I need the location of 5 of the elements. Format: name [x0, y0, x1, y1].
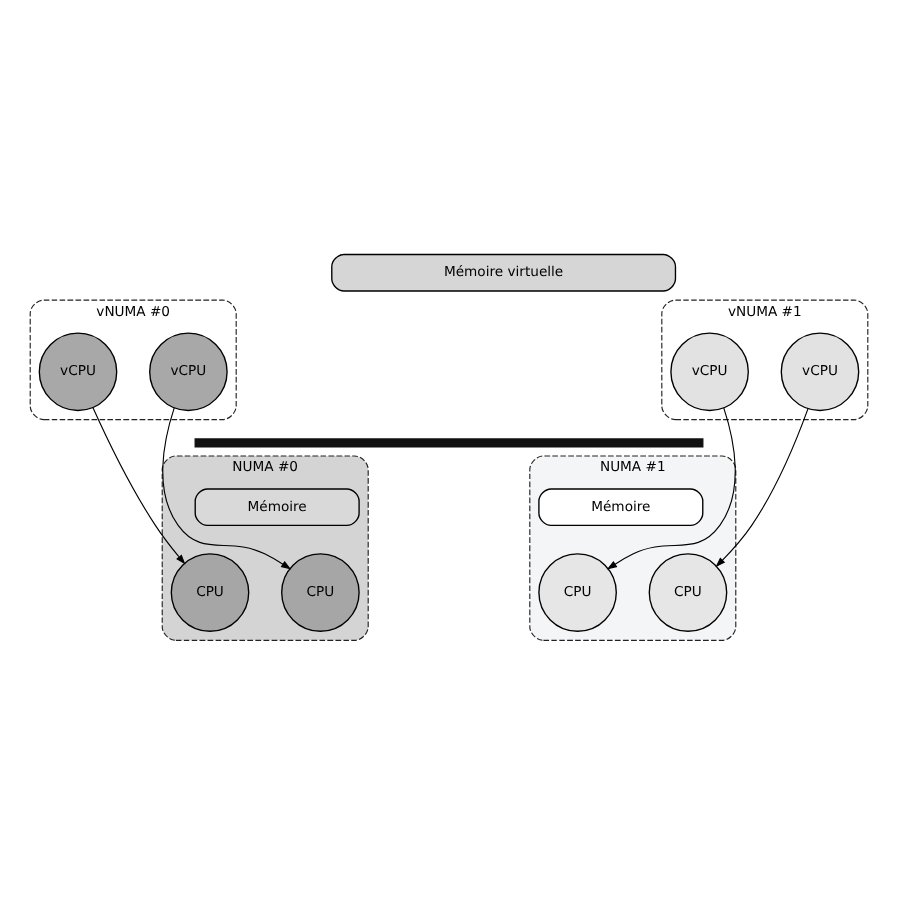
arrow [162, 406, 292, 569]
arrow [715, 407, 809, 567]
arrow [606, 406, 736, 569]
arrow [92, 406, 186, 564]
node-bar [194, 437, 704, 447]
